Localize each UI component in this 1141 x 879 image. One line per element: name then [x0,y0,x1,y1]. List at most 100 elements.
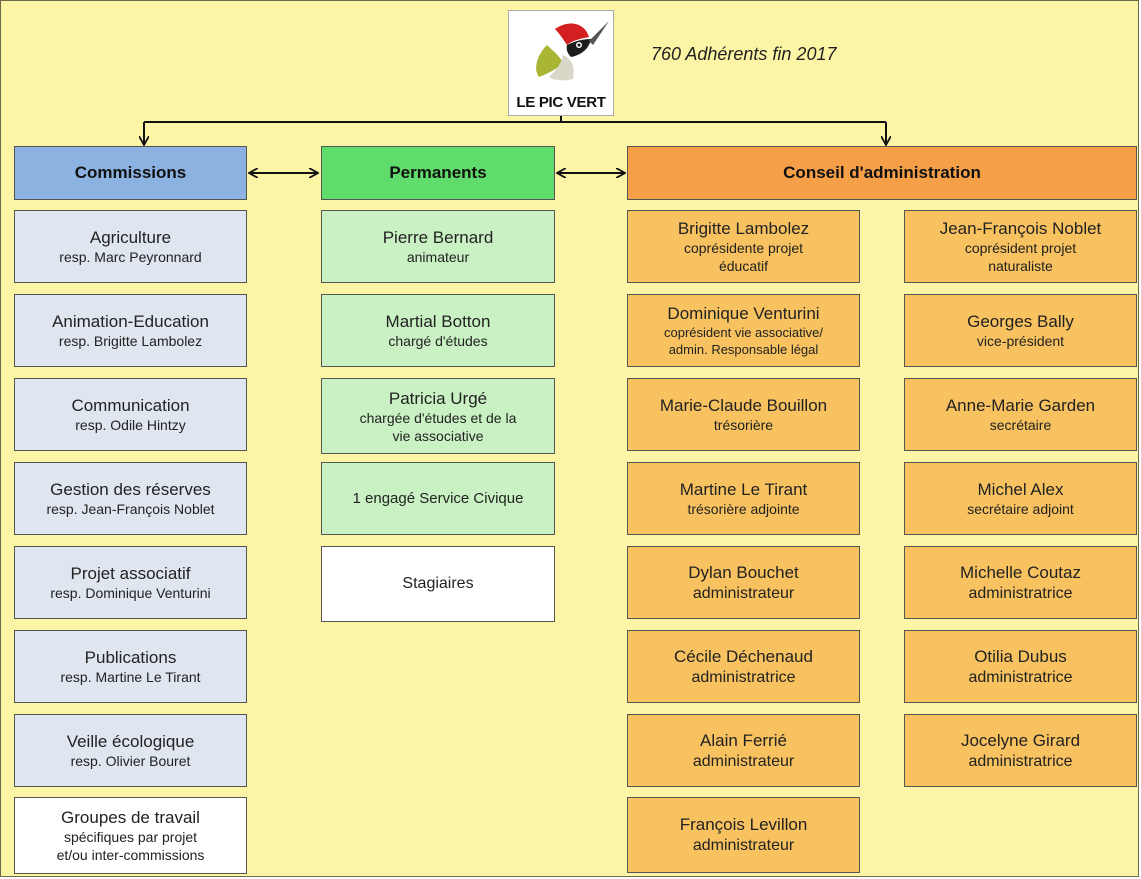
board-member-name: Michel Alex [977,480,1064,499]
stagiaires-box: Stagiaires [321,546,555,622]
service-civique-label: 1 engagé Service Civique [352,489,524,507]
board-member-box: Brigitte Lambolez coprésidente projet éd… [627,210,860,283]
board-member-role: coprésident vie associative/ [664,325,823,340]
conseil-header: Conseil d'administration [627,146,1137,200]
commission-box: Publications resp. Martine Le Tirant [14,630,247,703]
conseil-title: Conseil d'administration [783,163,981,182]
board-member-name: Marie-Claude Bouillon [659,396,828,415]
commission-resp: resp. Martine Le Tirant [60,669,201,685]
commission-box: Veille écologique resp. Olivier Bouret [14,714,247,787]
board-member-role: administrateur [692,837,795,854]
board-member-role: éducatif [718,258,769,274]
board-member-name: Jocelyne Girard [960,730,1081,750]
logo-text: LE PIC VERT [516,94,606,111]
commission-name: Veille écologique [66,732,195,751]
logo-connector-line [144,116,886,123]
commission-box: Communication resp. Odile Hintzy [14,378,247,451]
board-member-role: admin. Responsable légal [668,342,819,357]
commission-name: Agriculture [89,228,172,247]
board-member-box: Dylan Bouchet administrateur [627,546,860,619]
permanent-role: chargé d'études [388,333,488,349]
permanent-box: Pierre Bernard animateur [321,210,555,283]
board-member-role: administratrice [968,752,1073,770]
board-member-box: Otilia Dubus administratrice [904,630,1137,703]
permanent-role: chargée d'études et de la [359,409,517,426]
board-member-role: coprésidente projet [683,240,804,256]
board-member-role: naturaliste [988,258,1053,274]
board-member-box: Martine Le Tirant trésorière adjointe [627,462,860,535]
commission-name: Publications [84,648,177,667]
stagiaires-label: Stagiaires [402,575,474,592]
permanent-name: Pierre Bernard [382,228,494,247]
board-member-role: vice-président [976,333,1065,349]
board-member-box: Jocelyne Girard administratrice [904,714,1137,787]
permanents-header: Permanents [321,146,555,200]
commission-resp: resp. Brigitte Lambolez [58,333,203,349]
commission-box: Projet associatif resp. Dominique Ventur… [14,546,247,619]
commissions-header: Commissions [14,146,247,200]
members-count: 760 Adhérents fin 2017 [651,44,837,64]
board-member-box: Cécile Déchenaud administratrice [627,630,860,703]
board-member-name: Alain Ferrié [700,730,787,750]
board-member-role: administratrice [968,584,1073,602]
commission-name: Projet associatif [70,564,191,583]
board-member-name: François Levillon [679,815,808,834]
board-member-role: secrétaire adjoint [967,501,1074,517]
board-member-name: Dominique Venturini [667,304,820,323]
board-member-name: Jean-François Noblet [939,219,1102,238]
board-member-role: administratrice [968,668,1073,686]
logo: LE PIC VERT [508,10,614,116]
board-member-box: Marie-Claude Bouillon trésorière [627,378,860,451]
commission-box: Animation-Education resp. Brigitte Lambo… [14,294,247,367]
working-groups-line: et/ou inter-commissions [56,847,205,863]
working-groups-line: spécifiques par projet [63,829,198,845]
board-member-name: Brigitte Lambolez [677,219,810,238]
commission-box: Agriculture resp. Marc Peyronnard [14,210,247,283]
board-member-role: trésorière adjointe [687,501,800,517]
commission-resp: resp. Marc Peyronnard [59,249,202,265]
board-member-name: Otilia Dubus [974,646,1067,666]
board-member-name: Anne-Marie Garden [945,396,1096,415]
commission-name: Gestion des réserves [50,480,211,499]
board-member-box: Anne-Marie Garden secrétaire [904,378,1137,451]
commission-name: Communication [71,396,190,415]
commission-box: Gestion des réserves resp. Jean-François… [14,462,247,535]
commissions-title: Commissions [74,163,187,182]
commission-name: Animation-Education [52,312,209,331]
woodpecker-logo-icon [536,21,609,81]
board-member-box: Michelle Coutaz administratrice [904,546,1137,619]
board-member-role: administrateur [692,584,795,602]
board-member-box: François Levillon administrateur [627,797,860,873]
working-groups-box: Groupes de travail spécifiques par proje… [14,797,247,874]
permanent-box: Patricia Urgé chargée d'études et de la … [321,378,555,454]
permanent-box: Martial Botton chargé d'études [321,294,555,367]
working-groups-title: Groupes de travail [61,808,200,827]
permanent-role: vie associative [392,427,484,444]
board-member-name: Georges Bally [967,312,1074,331]
board-member-role: administrateur [692,752,795,770]
board-member-role: administratrice [691,668,796,686]
permanents-title: Permanents [389,163,487,182]
commission-resp: resp. Dominique Venturini [50,585,211,601]
board-member-role: coprésident projet [964,240,1077,256]
commission-resp: resp. Olivier Bouret [70,753,191,769]
service-civique-box: 1 engagé Service Civique [321,462,555,535]
board-member-name: Michelle Coutaz [960,562,1081,582]
permanent-role: animateur [406,249,470,265]
board-member-name: Martine Le Tirant [679,480,808,499]
board-member-box: Georges Bally vice-président [904,294,1137,367]
permanent-name: Patricia Urgé [388,388,488,408]
board-member-box: Alain Ferrié administrateur [627,714,860,787]
board-member-name: Cécile Déchenaud [674,646,813,666]
board-member-box: Jean-François Noblet coprésident projet … [904,210,1137,283]
commission-resp: resp. Odile Hintzy [75,417,186,433]
permanent-name: Martial Botton [385,312,491,331]
commission-resp: resp. Jean-François Noblet [46,501,215,517]
board-member-box: Dominique Venturini coprésident vie asso… [627,294,860,367]
board-member-name: Dylan Bouchet [688,562,799,582]
board-member-box: Michel Alex secrétaire adjoint [904,462,1137,535]
board-member-role: secrétaire [989,417,1052,433]
board-member-role: trésorière [713,417,774,433]
